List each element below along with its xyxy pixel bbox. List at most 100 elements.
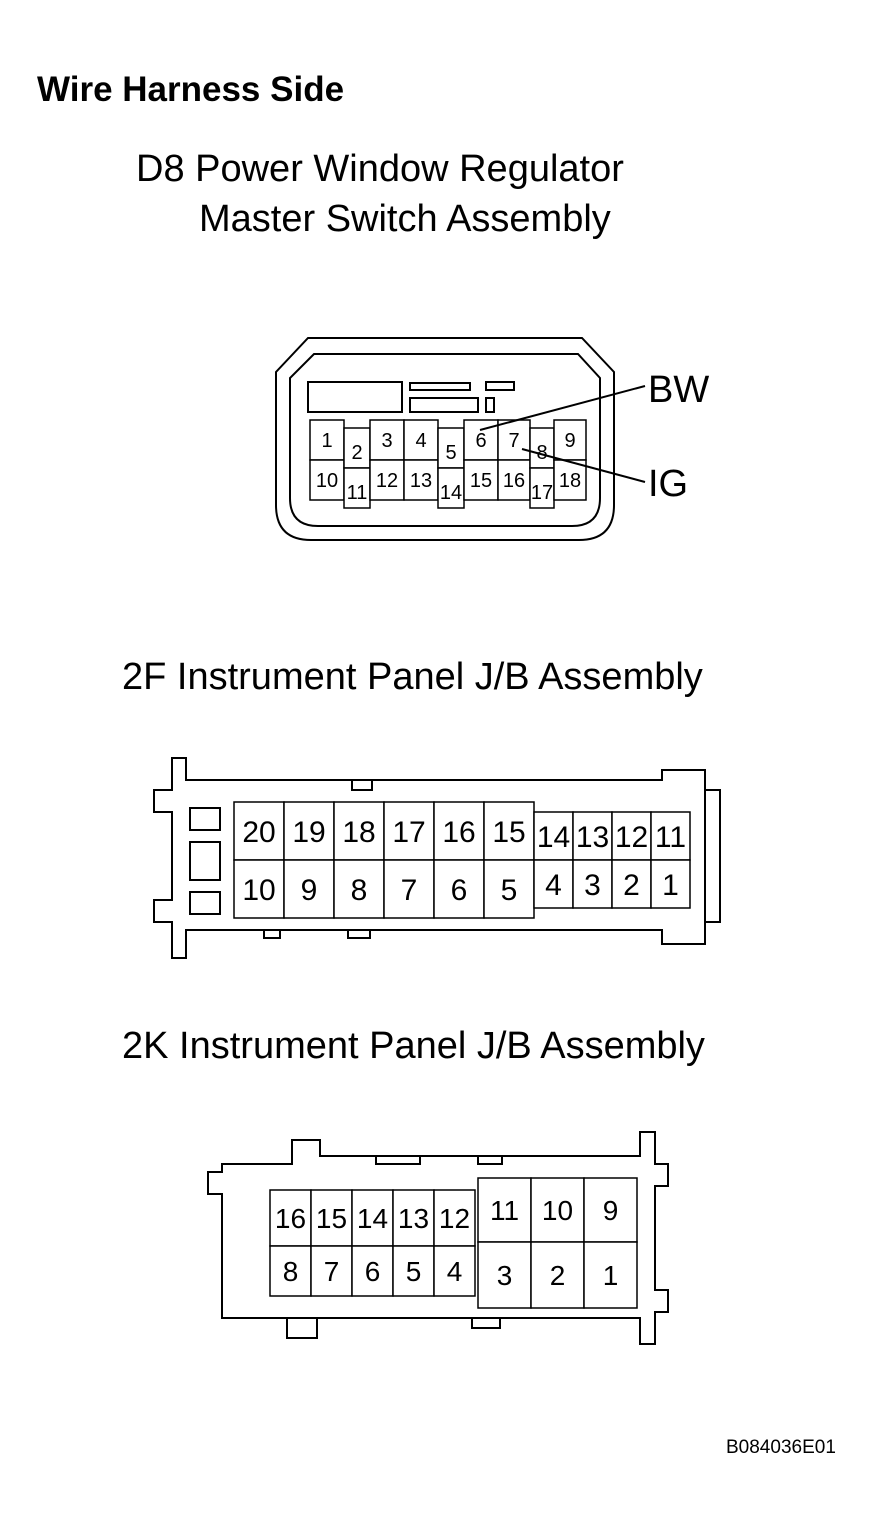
2f-pin-1-label: 1 (662, 869, 679, 902)
2f-bottom-tab-1 (263, 929, 281, 939)
d8-pin-17-label: 17 (531, 482, 553, 504)
2f-pin-16-label: 16 (442, 816, 475, 849)
figure-code: B084036E01 (726, 1437, 836, 1458)
2k-pin-13-label: 13 (398, 1203, 429, 1234)
d8-pin-15-label: 15 (470, 470, 492, 492)
d8-pin-16-label: 16 (503, 470, 525, 492)
2k-housing-outline (207, 1131, 669, 1345)
2f-pin-8-label: 8 (351, 874, 368, 907)
2k-bottom-tab-1 (286, 1317, 318, 1339)
2k-pin-8-label: 8 (283, 1256, 299, 1287)
2f-pin-10-cell (233, 859, 285, 919)
2k-pin-2-cell (530, 1241, 585, 1309)
2k-pin-10-cell (530, 1177, 585, 1243)
2f-pin-2-cell (611, 859, 652, 909)
2f-pin-14-cell (533, 811, 574, 861)
2f-pin-17-label: 17 (392, 816, 425, 849)
2f-pin-12-label: 12 (615, 821, 648, 854)
2k-pin-7-cell (310, 1245, 353, 1297)
d8-key-slot-1 (409, 382, 471, 391)
d8-pin-7-label: 7 (508, 430, 519, 452)
d8-pin-18-label: 18 (559, 470, 581, 492)
2k-pin-4-cell (433, 1245, 476, 1297)
d8-pin-3-label: 3 (381, 430, 392, 452)
2f-pin-9-label: 9 (301, 874, 318, 907)
2k-pin-6-cell (351, 1245, 394, 1297)
d8-pin-4-label: 4 (415, 430, 426, 452)
2k-pin-9-label: 9 (603, 1195, 619, 1226)
2f-pin-9-cell (283, 859, 335, 919)
2k-pin-1-cell (583, 1241, 638, 1309)
2f-pin-18-cell (333, 801, 385, 861)
2f-pin-5-cell (483, 859, 535, 919)
d8-housing-inner (289, 353, 601, 527)
d8-latch-block (307, 381, 403, 413)
2k-pin-11-cell (477, 1177, 532, 1243)
d8-key-slot-4 (485, 397, 495, 413)
d8-pin-9-cell (553, 419, 587, 461)
2f-pin-20-cell (233, 801, 285, 861)
2f-pin-8-cell (333, 859, 385, 919)
d8-pin-2-cell (343, 427, 371, 469)
d8-housing-outer (275, 337, 615, 541)
d8-pin-8-label: 8 (536, 442, 547, 464)
2f-pin-3-label: 3 (584, 869, 601, 902)
d8-key-slot-2 (409, 397, 479, 413)
d8-pin-3-cell (369, 419, 405, 461)
page-title: Wire Harness Side (37, 70, 345, 109)
2f-pin-6-label: 6 (451, 874, 468, 907)
2f-connector-title: 2F Instrument Panel J/B Assembly (122, 656, 703, 698)
2f-pin-4-label: 4 (545, 869, 562, 902)
2k-pin-7-label: 7 (324, 1256, 340, 1287)
d8-pin-12-cell (369, 459, 405, 501)
d8-pin-14-label: 14 (440, 482, 462, 504)
d8-key-slot-3 (485, 381, 515, 391)
2f-pin-7-label: 7 (401, 874, 418, 907)
2k-pin-4-label: 4 (447, 1256, 463, 1287)
d8-pin-18-cell (553, 459, 587, 501)
2f-side-slot-1 (189, 807, 221, 831)
d8-callout-line-ig (521, 448, 646, 483)
2k-pin-3-cell (477, 1241, 532, 1309)
2f-pin-1-cell (650, 859, 691, 909)
2k-bottom-tab-2 (471, 1317, 501, 1329)
d8-pin-9-label: 9 (564, 430, 575, 452)
d8-connector-title-line1: D8 Power Window Regulator (136, 148, 624, 190)
2f-pin-18-label: 18 (342, 816, 375, 849)
2f-bottom-tab-2 (347, 929, 371, 939)
2k-pin-2-label: 2 (550, 1260, 566, 1291)
2f-pin-16-cell (433, 801, 485, 861)
2f-pin-11-label: 11 (655, 821, 686, 854)
2f-pin-19-label: 19 (292, 816, 325, 849)
d8-pin-5-label: 5 (445, 442, 456, 464)
2k-pin-3-label: 3 (497, 1260, 513, 1291)
2k-pin-1-label: 1 (603, 1260, 619, 1291)
2f-pin-5-label: 5 (501, 874, 518, 907)
2f-side-slot-3 (189, 891, 221, 915)
2f-pin-2-label: 2 (623, 869, 640, 902)
d8-connector-title-line2: Master Switch Assembly (199, 198, 611, 240)
2f-pin-15-cell (483, 801, 535, 861)
2k-pin-6-label: 6 (365, 1256, 381, 1287)
d8-pin-13-label: 13 (410, 470, 432, 492)
d8-callout-ig: IG (648, 463, 688, 505)
2k-pin-14-cell (351, 1189, 394, 1247)
d8-pin-15-cell (463, 459, 499, 501)
2k-pin-14-label: 14 (357, 1203, 388, 1234)
2k-pin-12-cell (433, 1189, 476, 1247)
d8-pin-11-label: 11 (347, 482, 368, 504)
2k-pin-15-cell (310, 1189, 353, 1247)
2k-top-tab-1 (375, 1155, 421, 1165)
2k-pin-10-label: 10 (542, 1195, 573, 1226)
d8-pin-6-label: 6 (475, 430, 486, 452)
d8-callout-bw: BW (648, 369, 709, 411)
2k-top-tab-2 (477, 1155, 503, 1165)
2k-pin-16-cell (269, 1189, 312, 1247)
d8-pin-10-label: 10 (316, 470, 338, 492)
d8-pin-11-cell (343, 467, 371, 509)
2f-pin-15-label: 15 (492, 816, 525, 849)
